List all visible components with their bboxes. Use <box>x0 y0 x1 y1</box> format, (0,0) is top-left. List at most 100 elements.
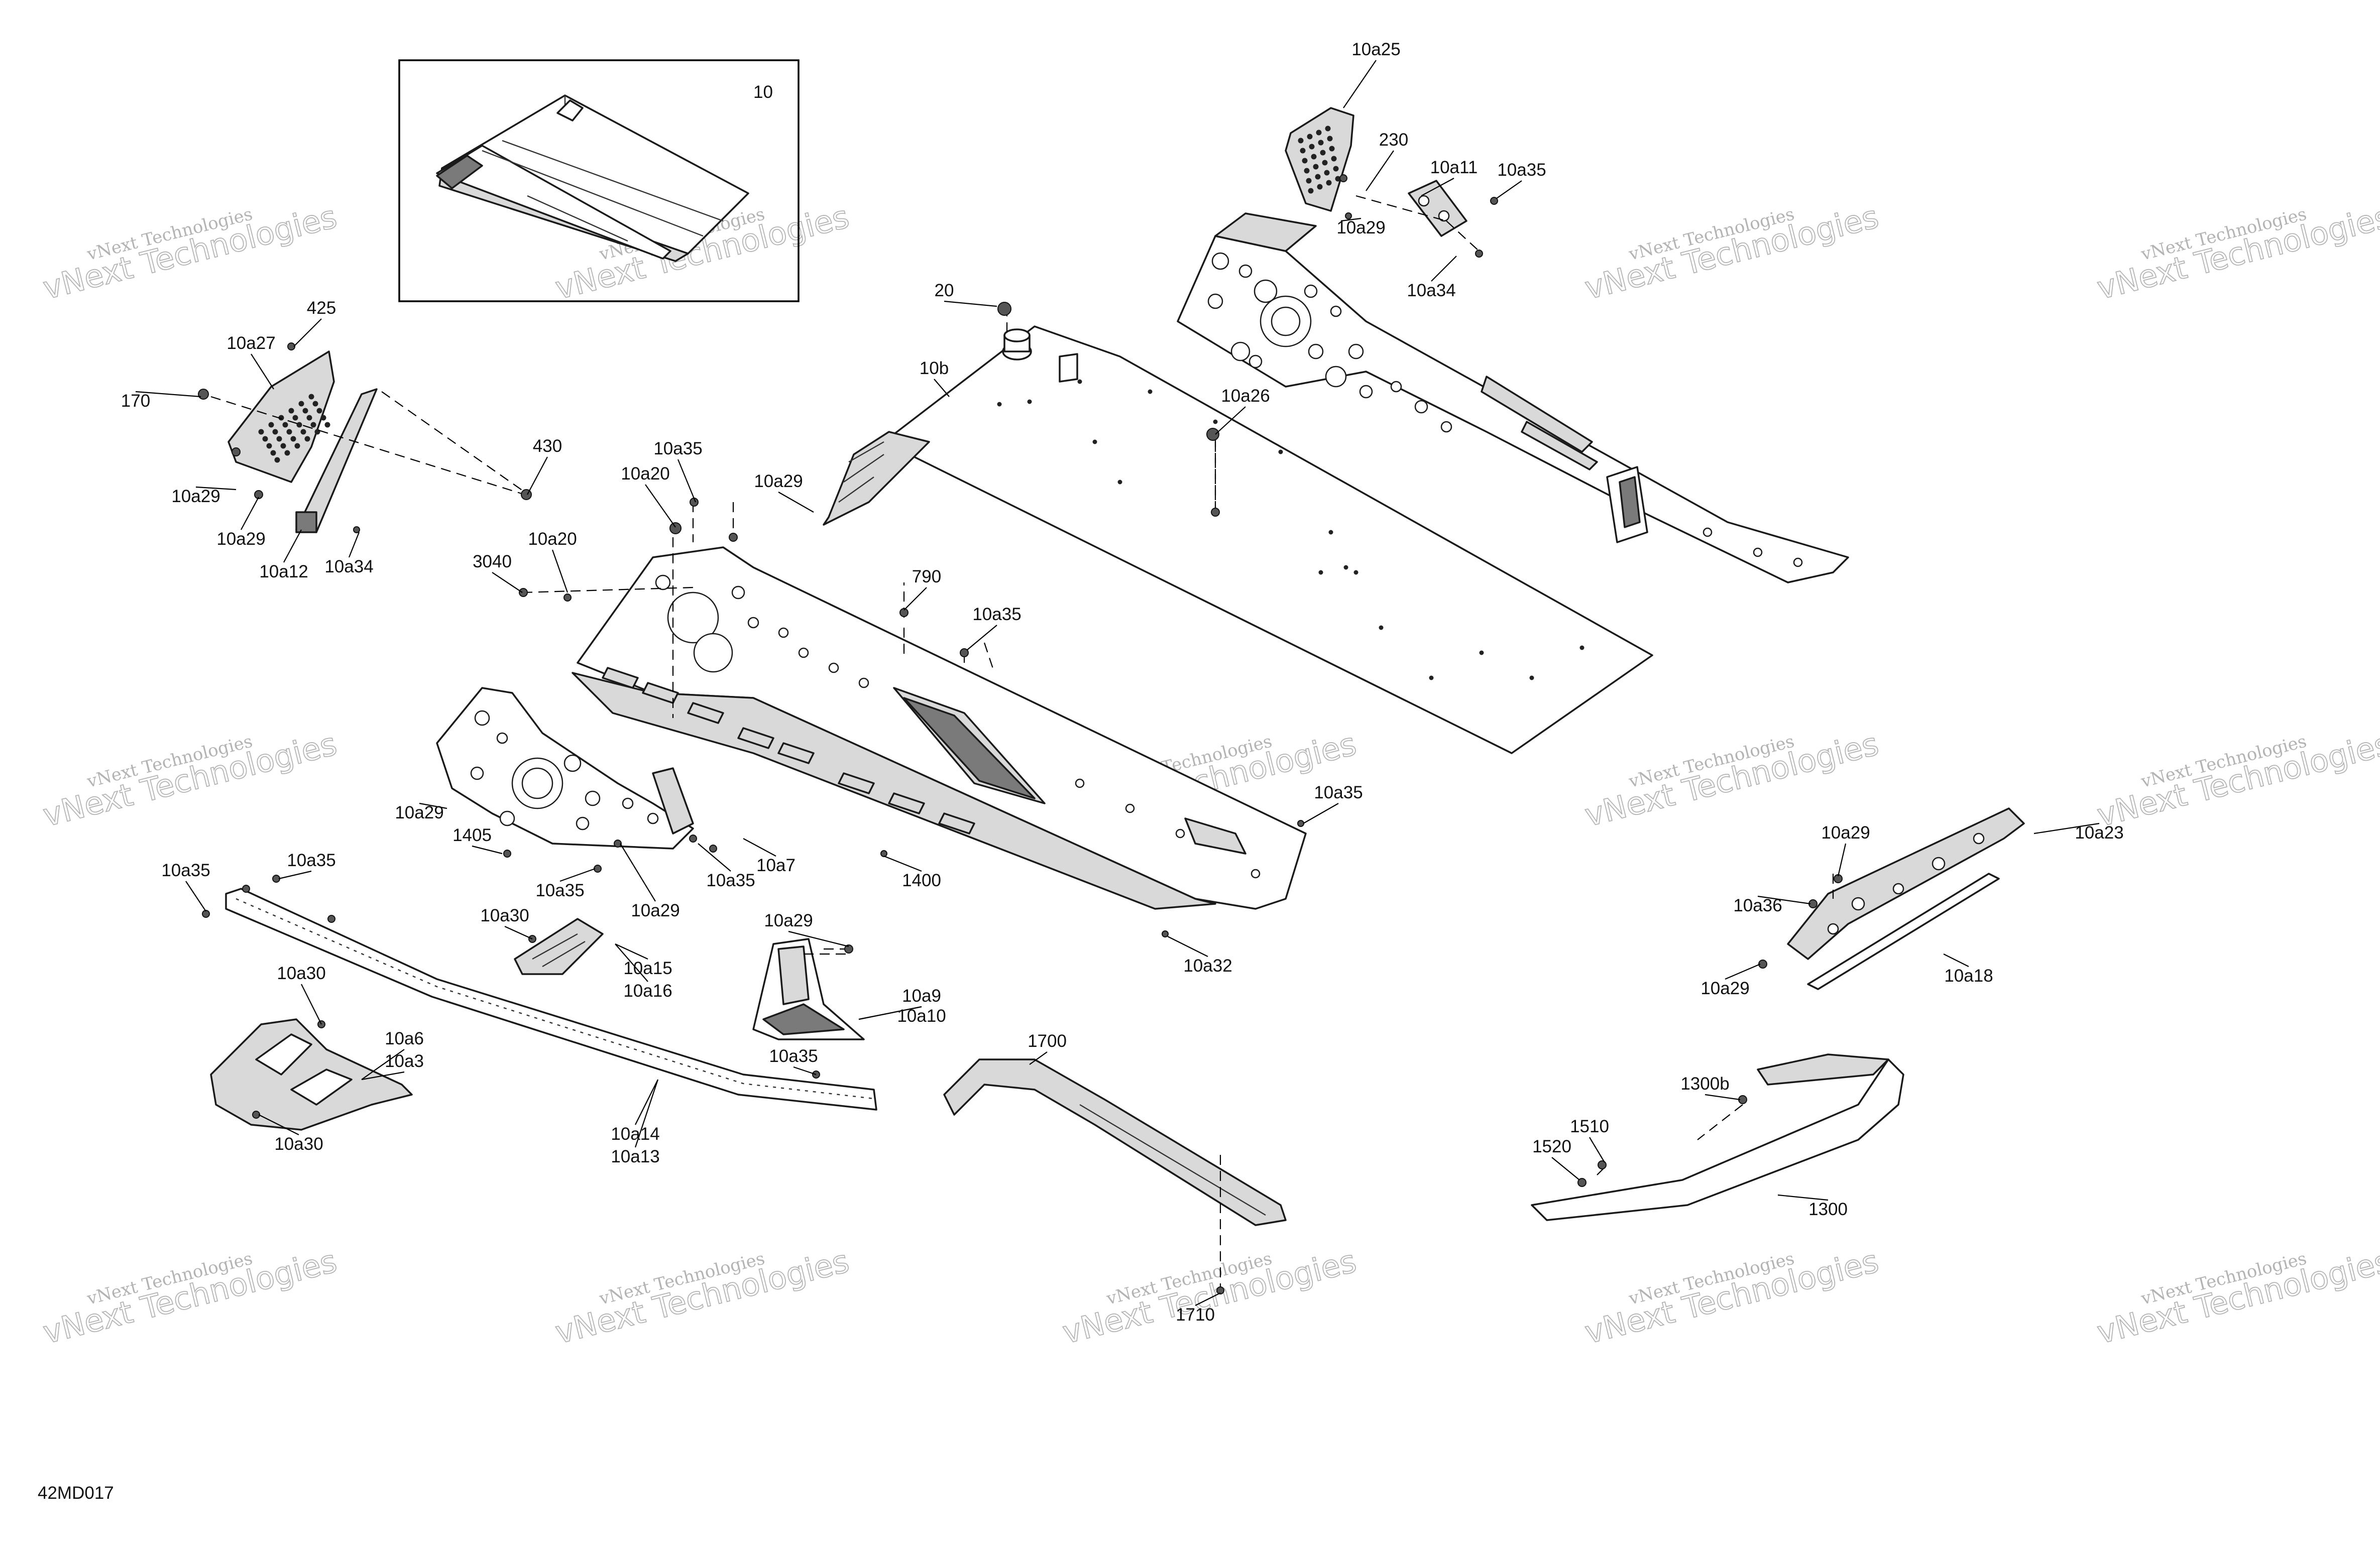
hole <box>1211 252 1229 270</box>
bar-10a23-body <box>1787 807 2025 960</box>
tunnel-front-bracket <box>823 431 930 526</box>
callout-label: 3040 <box>473 552 512 571</box>
leader-line <box>903 587 927 611</box>
hole <box>1479 650 1484 655</box>
hole <box>828 662 839 673</box>
callout-label: 10a35 <box>706 871 755 890</box>
callout-label: 10a25 <box>1351 40 1400 59</box>
inset-fill-neck <box>556 99 584 122</box>
hole <box>470 766 484 780</box>
callout-label: 10a30 <box>480 906 529 925</box>
leader-line <box>615 943 648 982</box>
hole <box>1251 869 1261 879</box>
fastener-icon <box>254 490 263 499</box>
fastener-icon <box>1339 174 1347 182</box>
leader-line <box>1029 1051 1048 1065</box>
grid-hole <box>1311 154 1317 160</box>
callout-label: 1700 <box>1028 1031 1067 1051</box>
inset-assembly-view <box>398 59 800 302</box>
callout-label: 10a35 <box>972 605 1021 624</box>
fastener-icon <box>232 447 241 456</box>
leader-line <box>793 1066 817 1076</box>
callout-label: 10a29 <box>171 487 220 506</box>
right-side-panel <box>1177 212 1849 583</box>
hole <box>747 617 759 629</box>
leader-line <box>883 855 922 872</box>
grid-hole <box>268 422 274 428</box>
fastener-icon <box>614 840 622 848</box>
leader-line <box>1496 180 1522 199</box>
grid-hole <box>320 415 326 421</box>
callout-label: 425 <box>307 298 336 318</box>
leader-line <box>258 1114 299 1135</box>
callout-label: 170 <box>121 391 150 411</box>
runner-1300-top <box>1757 1053 1889 1086</box>
grid-hole <box>1298 138 1304 144</box>
strip-10a18 <box>1807 873 2000 990</box>
watermark-line2: vNext Technologies <box>1059 1243 1360 1351</box>
callout-label: 1520 <box>1532 1137 1571 1156</box>
panel-slot <box>938 812 975 835</box>
leader-line <box>504 925 533 940</box>
hole <box>1092 439 1097 444</box>
callout-label: 10a30 <box>277 964 325 983</box>
watermark-line2: vNext Technologies <box>40 726 341 834</box>
hole <box>1892 883 1904 895</box>
watermark-line2: vNext Technologies <box>40 1243 341 1351</box>
leader-line <box>195 486 237 491</box>
callout-label: 10a35 <box>287 851 335 870</box>
panel-slot <box>777 742 815 764</box>
callout-label: 10a35 <box>1497 160 1546 180</box>
fastener-icon <box>503 850 511 858</box>
fastener-icon <box>521 489 532 500</box>
assembly-line <box>983 642 995 673</box>
hole <box>1353 570 1358 575</box>
hole <box>1703 527 1713 537</box>
watermark-line2: vNext Technologies <box>1581 726 1882 834</box>
hole <box>1343 565 1348 570</box>
callout-label: 10a23 <box>2075 823 2123 843</box>
callout-label: 10a11 <box>1430 158 1478 177</box>
fastener-icon <box>1206 428 1219 441</box>
leader-line <box>559 868 596 882</box>
callout-label: 1405 <box>452 825 492 845</box>
watermark-line2: vNext Technologies <box>1581 1243 1882 1351</box>
hole <box>1793 557 1803 567</box>
hole <box>496 732 508 744</box>
right-panel-top-flange <box>1214 212 1317 252</box>
callout-label: 1710 <box>1176 1305 1215 1325</box>
assembly-line <box>1597 1164 1608 1175</box>
leader-line <box>966 625 997 651</box>
grid-hole <box>282 422 288 428</box>
reinforcement-plate <box>436 687 694 850</box>
hole <box>1254 279 1278 303</box>
right-panel-holes <box>1207 252 1803 567</box>
fastener-icon <box>519 588 528 597</box>
grid-hole <box>286 429 292 435</box>
callout-label: 10a29 <box>216 529 265 549</box>
hole <box>1827 923 1839 935</box>
leader-line <box>615 943 648 960</box>
right-footrest-plate <box>1285 107 1354 212</box>
assembly-line <box>522 586 694 594</box>
leader-line <box>1725 963 1761 980</box>
hole <box>1075 778 1085 788</box>
grid-hole <box>1309 144 1315 150</box>
panel-slot <box>602 667 639 689</box>
left-panel-rear-tab <box>1184 817 1246 855</box>
callout-label: 10a35 <box>1314 783 1363 802</box>
hole <box>1932 857 1946 871</box>
hole <box>1325 366 1347 388</box>
fastener-icon <box>899 608 909 617</box>
leader-line <box>944 300 997 307</box>
hole <box>1308 343 1324 360</box>
inset-frame <box>398 59 800 302</box>
callout-label: 10a30 <box>274 1134 323 1154</box>
inset-details <box>482 95 724 242</box>
fastener-icon <box>594 865 602 873</box>
grid-hole <box>1318 140 1324 146</box>
leader-line <box>1303 803 1339 824</box>
left-footrest-foot <box>295 511 317 533</box>
